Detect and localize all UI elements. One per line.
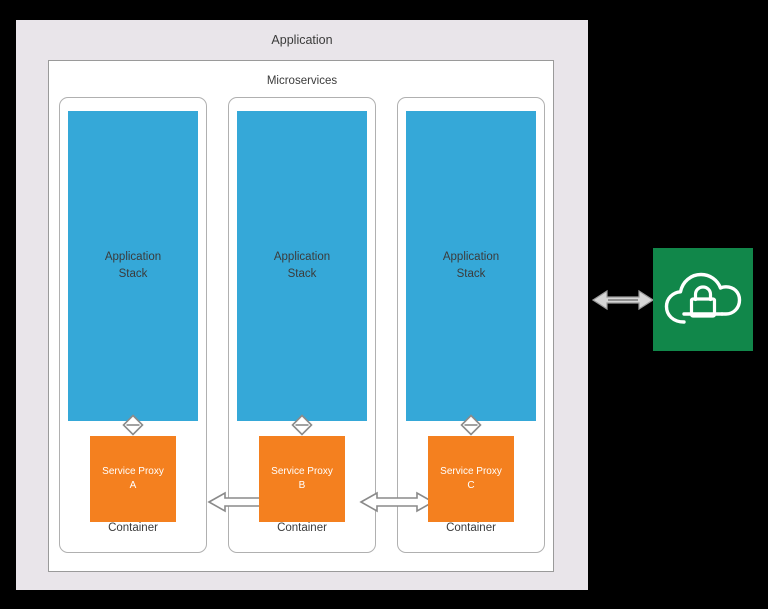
container-card-c[interactable]: Application Stack Service Proxy C Contai… <box>397 97 545 553</box>
cloud-lock-icon <box>664 268 742 330</box>
application-panel: Application Microservices Application St… <box>16 20 588 590</box>
microservices-panel: Microservices Application Stack Servic <box>48 60 554 572</box>
application-stack-a[interactable]: Application Stack <box>68 111 198 421</box>
diamond-connector-icon <box>291 414 313 436</box>
container-card-a[interactable]: Application Stack Service Proxy A Contai… <box>59 97 207 553</box>
service-proxy-c[interactable]: Service Proxy C <box>428 436 514 522</box>
application-stack-c[interactable]: Application Stack <box>406 111 536 421</box>
application-title: Application <box>271 33 333 47</box>
microservices-title: Microservices <box>266 75 338 87</box>
arrow-application-to-cloud <box>591 288 655 312</box>
application-stack-b[interactable]: Application Stack <box>237 111 367 421</box>
container-label-c: Container <box>446 522 496 534</box>
application-stack-label: Application Stack <box>442 251 500 280</box>
cloud-node[interactable] <box>653 248 753 351</box>
application-stack-label: Application Stack <box>104 251 162 280</box>
arrow-proxy-b-to-proxy-c <box>359 490 435 514</box>
service-proxy-a[interactable]: Service Proxy A <box>90 436 176 522</box>
application-stack-label: Application Stack <box>273 251 331 280</box>
containers-row: Application Stack Service Proxy A Contai… <box>59 97 545 553</box>
container-label-a: Container <box>108 522 158 534</box>
diamond-connector-icon <box>460 414 482 436</box>
diamond-connector-icon <box>122 414 144 436</box>
service-proxy-label: Service Proxy C <box>440 465 502 492</box>
service-proxy-b[interactable]: Service Proxy B <box>259 436 345 522</box>
container-label-b: Container <box>277 522 327 534</box>
container-card-b[interactable]: Application Stack Service Proxy B Contai… <box>228 97 376 553</box>
service-proxy-label: Service Proxy A <box>102 465 164 492</box>
service-proxy-label: Service Proxy B <box>271 465 333 492</box>
